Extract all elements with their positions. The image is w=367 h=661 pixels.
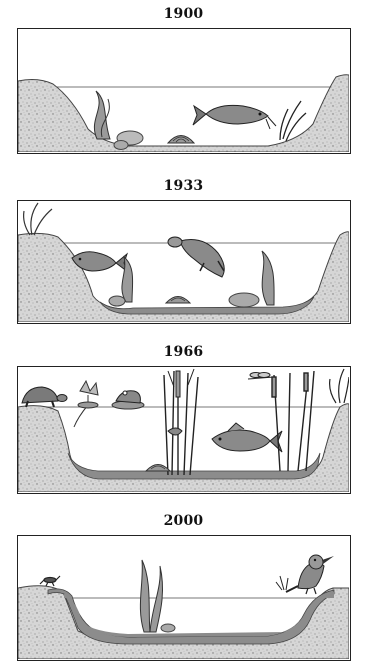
plant-icon xyxy=(94,91,110,139)
plant-icon xyxy=(74,381,98,427)
plant-icon xyxy=(164,369,198,475)
plant-icon xyxy=(24,203,52,235)
sediment-layer xyxy=(68,453,320,479)
rock-icon xyxy=(161,624,175,632)
fish-icon xyxy=(212,423,282,452)
plant-icon xyxy=(276,576,288,590)
insect-icon xyxy=(248,373,274,380)
year-label-2000: 2000 xyxy=(0,513,367,529)
pond-panel-1933 xyxy=(17,200,351,324)
year-label-1933: 1933 xyxy=(0,178,367,194)
fish-icon xyxy=(193,105,276,129)
year-label-1966: 1966 xyxy=(0,344,367,360)
pond-panel-1900 xyxy=(17,28,351,154)
insect-icon xyxy=(40,576,60,586)
rock-icon xyxy=(114,141,128,150)
plant-icon xyxy=(140,560,162,632)
pond-panel-2000 xyxy=(17,535,351,661)
bird-icon xyxy=(286,555,334,594)
plant-icon xyxy=(272,371,314,471)
plant-icon xyxy=(262,251,274,305)
rock-icon xyxy=(229,293,259,307)
plant-icon xyxy=(330,369,349,403)
pond-panel-1966 xyxy=(17,366,351,494)
frog-icon xyxy=(112,391,144,409)
clam-icon xyxy=(146,465,170,472)
clam-icon xyxy=(166,297,190,304)
clam-icon xyxy=(168,136,194,144)
fish-icon xyxy=(168,428,182,435)
rock-icon xyxy=(109,296,125,306)
turtle-icon xyxy=(22,387,67,407)
year-label-1900: 1900 xyxy=(0,6,367,22)
